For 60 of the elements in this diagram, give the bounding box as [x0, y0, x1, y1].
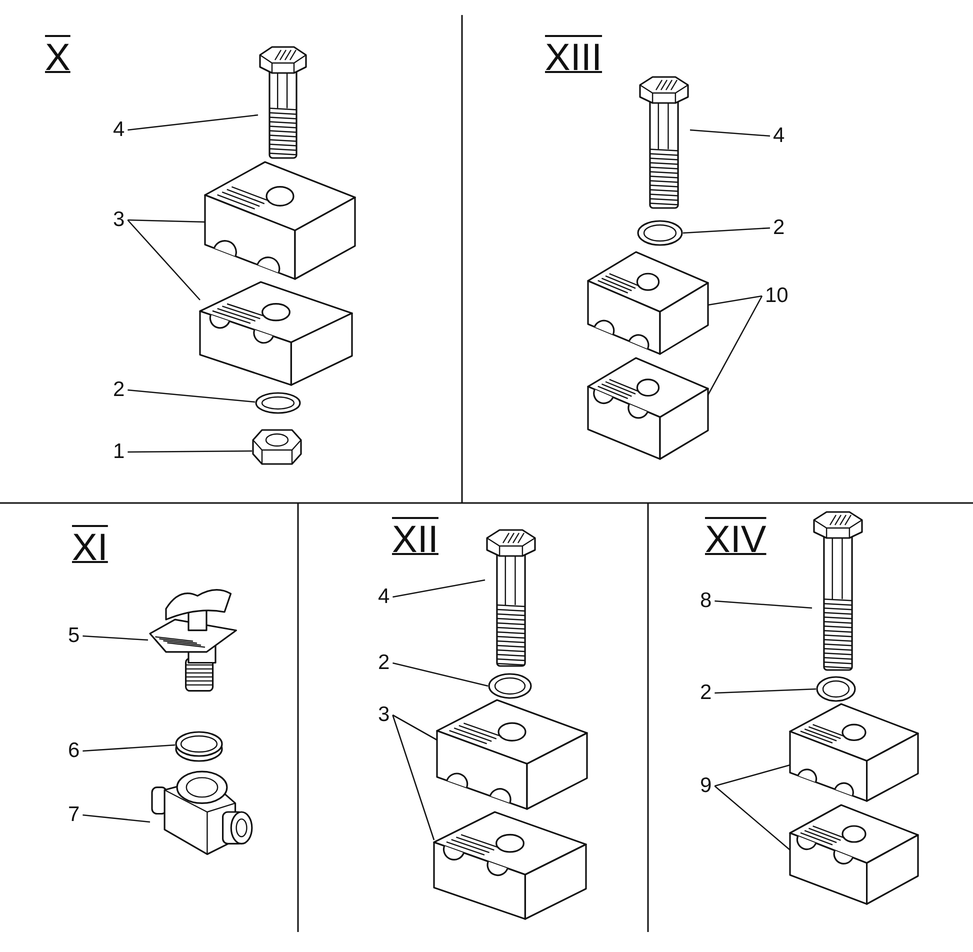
view-number: X	[45, 38, 70, 78]
callout-number: 2	[113, 378, 125, 402]
callout-number: 6	[68, 739, 80, 763]
callout-number: 8	[700, 589, 712, 613]
view-number: XII	[392, 520, 438, 560]
leader-line	[392, 579, 486, 598]
leader-line	[82, 814, 150, 823]
callout-number: 1	[113, 440, 125, 464]
callout-number: 2	[378, 651, 390, 675]
view-number: XIV	[705, 520, 766, 560]
callout-number: 2	[700, 681, 712, 705]
leader-line	[128, 114, 258, 131]
leader-line	[82, 744, 176, 752]
leader-line	[392, 714, 435, 840]
callout-number: 4	[113, 118, 125, 142]
clamp-block-drawing	[790, 704, 918, 802]
leader-line	[128, 389, 256, 403]
clamp-block-drawing	[588, 358, 708, 460]
clamp-block-drawing	[434, 812, 586, 920]
washer-drawing	[255, 392, 301, 414]
callout-number: 7	[68, 803, 80, 827]
washer-drawing	[816, 676, 856, 702]
nut-drawing	[252, 428, 302, 466]
tee-fitting-drawing	[150, 768, 254, 856]
clamp-block-drawing	[588, 252, 708, 355]
bolt-drawing	[485, 528, 537, 668]
leader-line	[714, 688, 816, 694]
leader-line	[682, 227, 770, 234]
leader-line	[128, 219, 206, 223]
leader-line	[707, 296, 763, 396]
leader-line	[714, 786, 790, 850]
leader-line	[714, 600, 812, 609]
leader-line	[392, 714, 438, 741]
clamp-block-drawing	[790, 805, 918, 905]
callout-number: 3	[378, 703, 390, 727]
callout-number: 3	[113, 208, 125, 232]
callout-number: 4	[378, 585, 390, 609]
leader-line	[392, 662, 488, 687]
leader-line	[128, 450, 252, 453]
sealing-ring-drawing	[175, 730, 223, 762]
callout-number: 4	[773, 124, 785, 148]
leader-line	[714, 764, 790, 787]
callout-number: 10	[765, 284, 788, 308]
leader-line	[82, 635, 148, 641]
clamp-block-drawing	[437, 700, 587, 810]
callout-number: 9	[700, 774, 712, 798]
washer-drawing	[637, 220, 683, 246]
leader-line	[690, 129, 770, 137]
bolt-drawing	[638, 75, 690, 210]
leader-line	[127, 220, 200, 300]
bolt-drawing	[258, 45, 308, 160]
clamp-block-drawing	[200, 282, 352, 386]
washer-drawing	[488, 673, 532, 699]
bolt-drawing	[812, 510, 864, 672]
leader-line	[708, 295, 762, 306]
clamp-block-drawing	[205, 162, 355, 280]
view-number: XI	[72, 528, 108, 568]
view-number: XIII	[545, 38, 602, 78]
callout-number: 5	[68, 624, 80, 648]
callout-number: 2	[773, 216, 785, 240]
